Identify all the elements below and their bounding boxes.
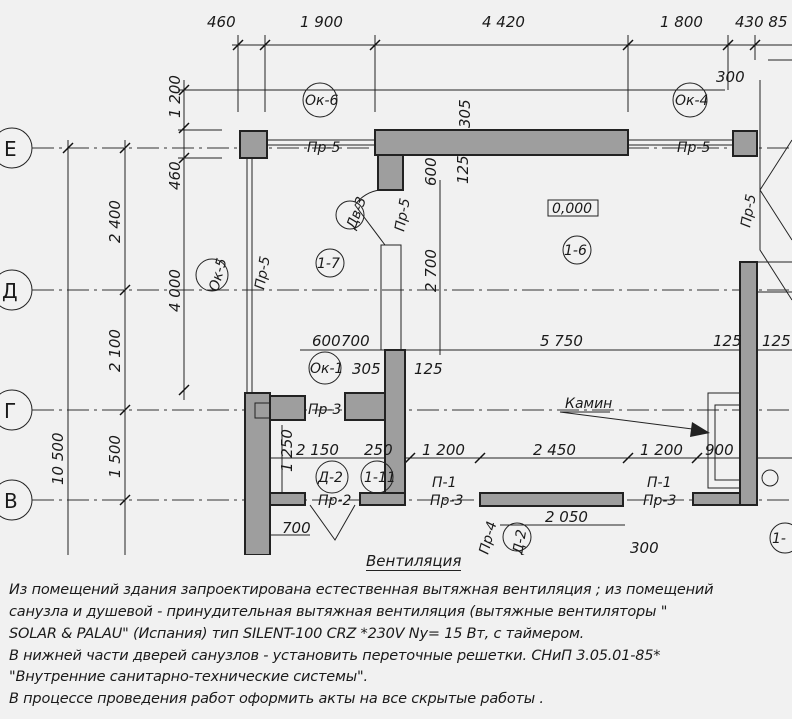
dim-text: 125 <box>762 332 791 350</box>
label-p1: П-1 <box>432 475 457 491</box>
room-1-11: 1-11 <box>364 470 396 486</box>
dimension-texts: 460 1 900 4 420 1 800 430 85 1 200 460 4… <box>49 13 791 555</box>
wall-stub <box>377 154 404 191</box>
label-pr2: Пр-2 <box>318 493 351 509</box>
dim-text: 5 750 <box>540 332 583 350</box>
dim-text: 1 500 <box>106 435 124 478</box>
axis-bubble-g <box>0 389 33 431</box>
column-left <box>239 130 268 159</box>
level-mark: 0,000 <box>552 201 592 217</box>
label-pr5: Пр-5 <box>252 255 274 291</box>
label-pr3: Пр-3 <box>308 402 341 418</box>
label-pr5: Пр-5 <box>392 197 414 233</box>
wall-north <box>374 129 629 156</box>
label-pr5: Пр-5 <box>738 193 760 229</box>
label-pr3: Пр-3 <box>643 493 676 509</box>
wall-east <box>739 261 758 506</box>
label-pr5: Пр-5 <box>677 140 710 156</box>
dim-text: 1 250 <box>278 429 296 472</box>
axis-label-e: Е <box>4 137 17 161</box>
dim-text: 1 200 <box>166 75 184 118</box>
notes-line: В нижней части дверей санузлов - установ… <box>9 648 661 664</box>
dim-text: 125 <box>713 332 742 350</box>
wall-west-lower <box>244 392 271 555</box>
dim-text: 1 200 <box>422 441 465 459</box>
dim-text: 1 900 <box>300 13 343 31</box>
mark-d2-b: Д-2 <box>510 528 530 555</box>
dim-text: 250 <box>364 441 393 459</box>
dim-text: 600 <box>422 157 440 186</box>
dim-text: 125 <box>454 155 472 184</box>
mark-ok1: Ок-1 <box>310 361 343 377</box>
axis-label-v: В <box>4 489 18 513</box>
room-1-7: 1-7 <box>317 256 340 272</box>
room-1-x: 1- <box>772 531 786 547</box>
dim-text: 1 200 <box>640 441 683 459</box>
dim-text: 600 <box>312 332 341 350</box>
dim-text: 2 700 <box>422 249 440 292</box>
dim-text: 2 150 <box>296 441 339 459</box>
windows-partitions <box>246 59 792 541</box>
dim-text: 900 <box>705 441 734 459</box>
dim-text: 700 <box>282 519 311 537</box>
walls <box>239 129 792 555</box>
axis-label-d: Д <box>2 279 18 303</box>
dim-text: 10 500 <box>49 433 67 486</box>
dim-text: 2 050 <box>545 508 588 526</box>
notes-line: В процессе проведения работ оформить акт… <box>9 691 544 707</box>
floor-plan-drawing: Е Д Г В <box>0 13 792 555</box>
dim-text: 1 800 <box>660 13 703 31</box>
mark-ok6: Ок-6 <box>305 93 339 109</box>
dim-text: 430 85 <box>735 13 788 31</box>
partition-labels: Пр-5 Пр-5 Пр-5 Пр-5 Пр-5 Пр-3 Пр-2 П-1 П… <box>252 140 760 555</box>
mark-d2: Д-2 <box>317 470 343 486</box>
dim-text: 4 000 <box>166 269 184 312</box>
room-1-6: 1-6 <box>564 243 587 259</box>
axis-label-g: Г <box>4 399 16 423</box>
dim-text: 125 <box>414 360 443 378</box>
dim-text: 2 450 <box>533 441 576 459</box>
label-pr4: Пр-4 <box>476 520 500 555</box>
grid-axes: Е Д Г В <box>0 127 792 521</box>
dim-text: 300 <box>716 68 745 86</box>
dim-text: 305 <box>456 99 474 128</box>
level-box <box>547 199 599 217</box>
axis-bubble-e <box>0 127 33 169</box>
mark-ok5: Ок-5 <box>206 257 230 294</box>
notes-line: Из помещений здания запроектирована есте… <box>9 582 714 598</box>
fireplace-leader <box>559 411 701 431</box>
dim-text: 700 <box>341 332 370 350</box>
arrow-icon <box>690 422 710 437</box>
label-pr5: Пр-5 <box>307 140 340 156</box>
dim-text: 305 <box>352 360 381 378</box>
fireplace-label: Камин <box>565 396 612 412</box>
label-p1: П-1 <box>647 475 672 491</box>
notes-line: SOLAR & PALAU" (Испания) тип SILENT-100 … <box>9 626 585 642</box>
dim-text: 460 <box>207 13 236 31</box>
notes-line: "Внутренние санитарно-технические систем… <box>9 669 368 685</box>
axis-bubble-v <box>0 479 33 521</box>
axis-bubble-d <box>0 269 33 311</box>
dim-text: 300 <box>630 539 659 555</box>
dim-text: 460 <box>166 161 184 190</box>
label-pr3: Пр-3 <box>430 493 463 509</box>
dim-text: 2 400 <box>106 200 124 243</box>
mark-ok4: Ок-4 <box>675 93 708 109</box>
dimension-lines <box>62 35 792 555</box>
dim-text: 2 100 <box>106 329 124 372</box>
mark-dv3: Дв-3 <box>343 195 370 233</box>
column-right <box>732 130 758 157</box>
notes-line: санузла и душевой - принудительная вытяж… <box>9 604 668 620</box>
dim-text: 4 420 <box>482 13 525 31</box>
notes-title: Вентиляция <box>366 552 462 571</box>
